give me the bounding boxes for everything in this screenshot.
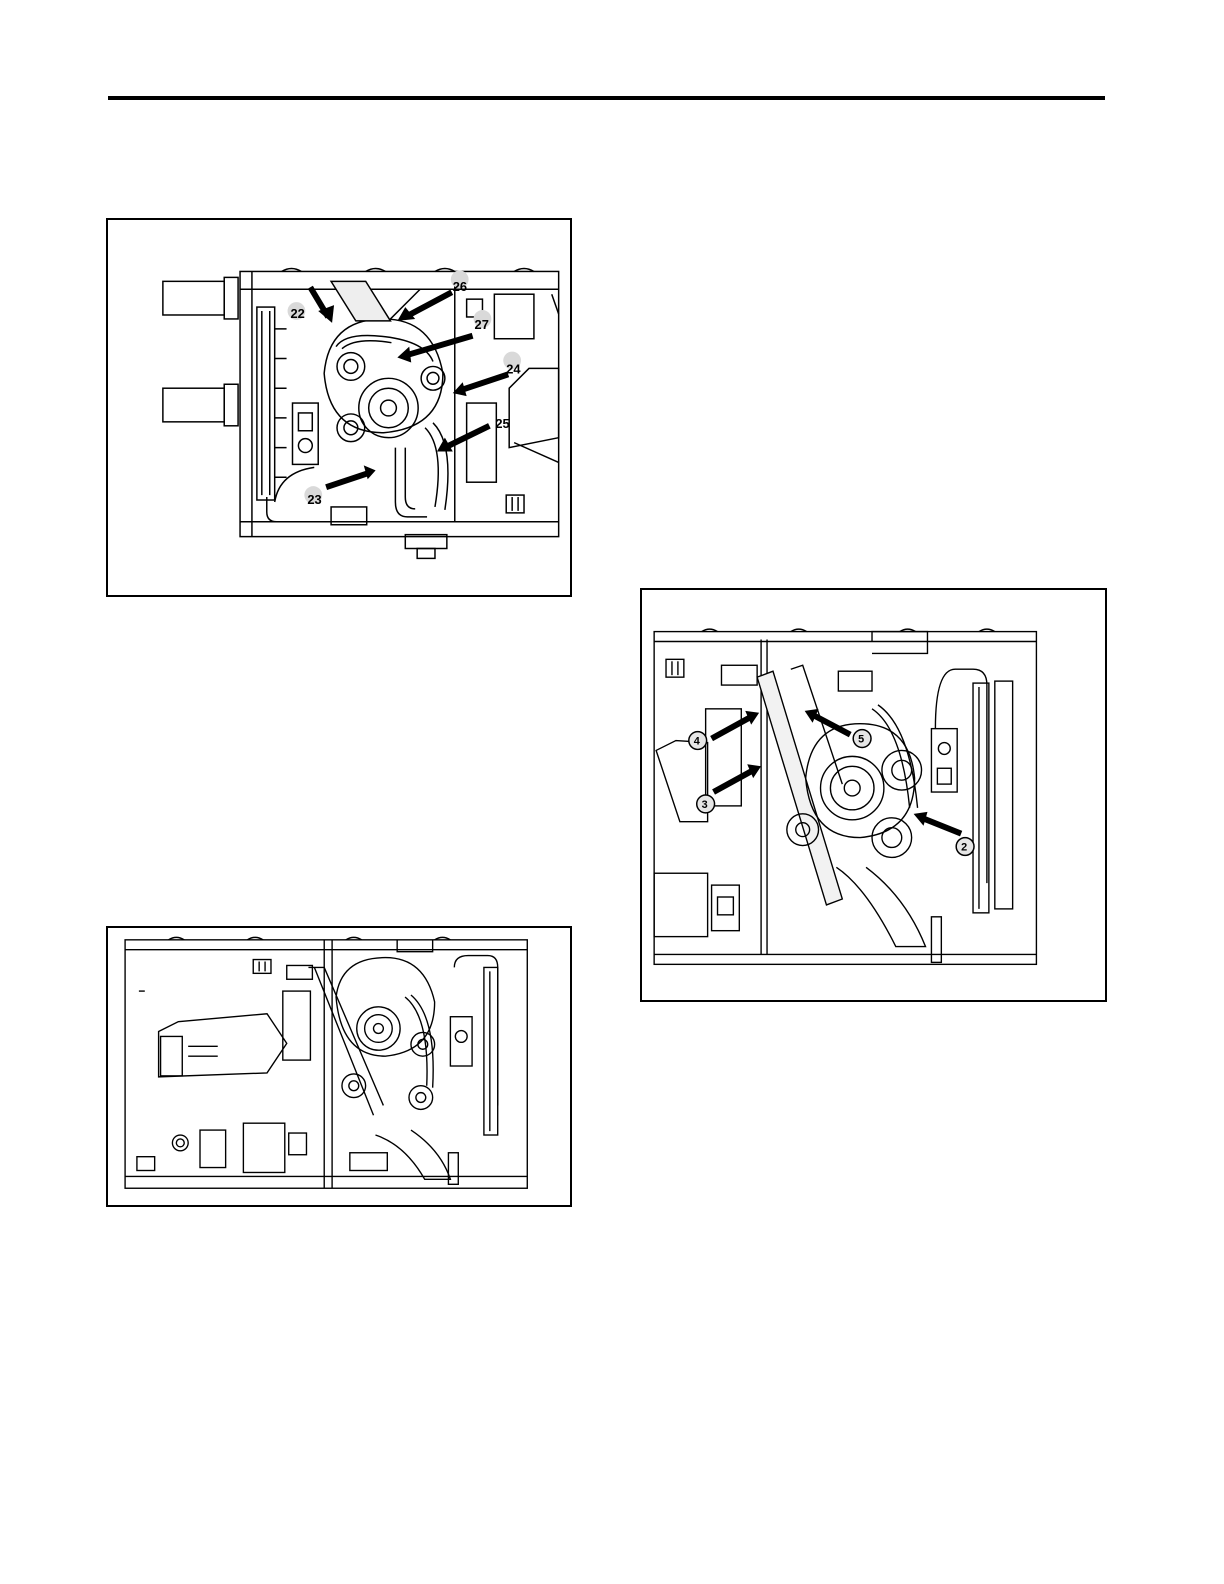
- arrow-2: [922, 818, 962, 834]
- arrow-24: [461, 374, 508, 390]
- arrow-23: [326, 473, 368, 487]
- callout-23: 23: [307, 492, 321, 507]
- callout-25: 25: [495, 416, 509, 431]
- arrow-27: [405, 336, 472, 356]
- arrow-4: [712, 717, 752, 739]
- callout-22: 22: [291, 306, 305, 321]
- header-rule: [108, 96, 1105, 100]
- callout-5: 5: [858, 734, 864, 746]
- callout-27: 27: [475, 317, 489, 332]
- figure-right-drawing: 2 3 4 5: [642, 590, 1105, 1000]
- callout-4: 4: [694, 735, 700, 747]
- figure-bottom-left-drawing: [108, 928, 570, 1205]
- arrow-3: [714, 770, 754, 792]
- callout-24: 24: [506, 361, 521, 376]
- figure-right: 2 3 4 5: [640, 588, 1107, 1002]
- callout-3: 3: [702, 799, 708, 811]
- callout-2: 2: [961, 841, 967, 853]
- figure-bottom-left: [106, 926, 572, 1207]
- arrow-26: [405, 292, 452, 317]
- callout-26: 26: [453, 279, 467, 294]
- figure-top-left-drawing: 22 23 24 25 26 27: [108, 220, 570, 595]
- figure-top-left: 22 23 24 25 26 27: [106, 218, 572, 597]
